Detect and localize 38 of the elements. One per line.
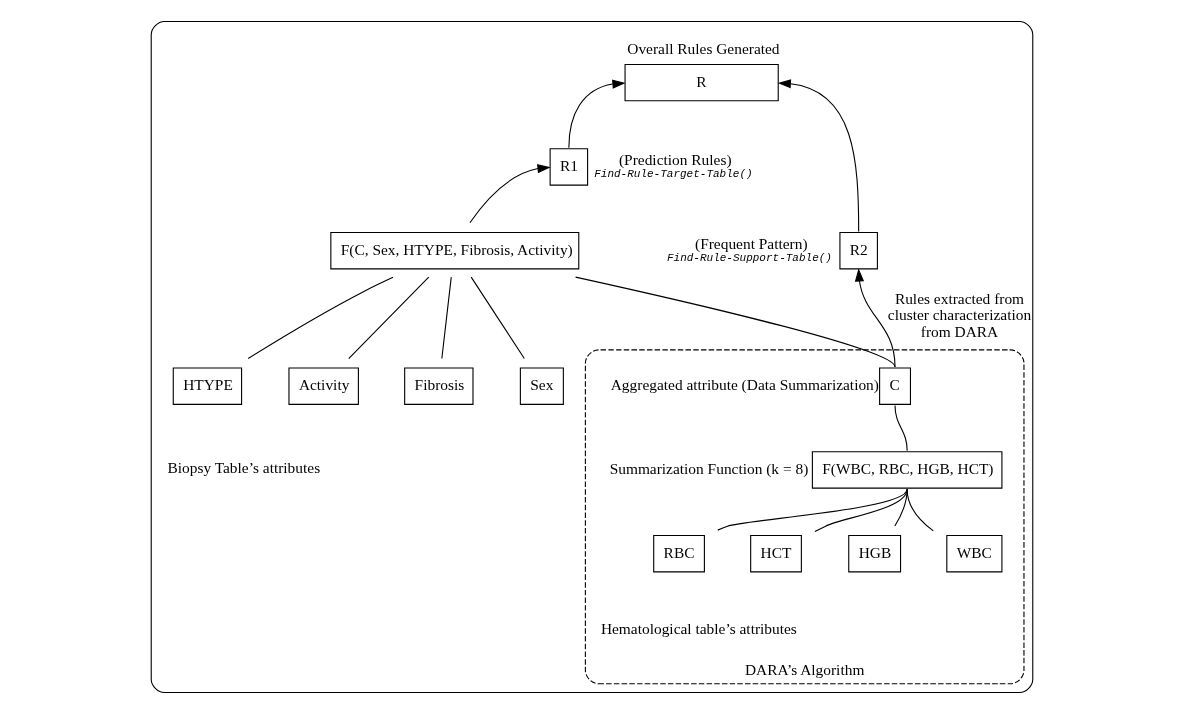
node-box: WBC [946,534,1003,573]
arrow [854,268,896,368]
connector [470,276,525,360]
node-label: Find-Rule-Target-Table() [594,167,753,180]
connector [894,404,908,452]
node-box: RBC [653,534,705,573]
node-box: R2 [839,231,878,270]
arrow [469,163,551,224]
node-label: Overall Rules Generated [627,39,780,57]
node-label: Aggregated attribute (Data Summarization) [610,376,879,394]
arrow [568,79,626,149]
node-box: C [879,367,911,405]
connector [247,276,394,360]
node-box: R1 [549,148,589,186]
connector [575,276,896,368]
node-box: Fibrosis [404,367,474,405]
node-label: Summarization Function (k = 8) [609,460,809,478]
arrow [777,79,860,232]
node-box: F(C, Sex, HTYPE, Fibrosis, Activity) [330,231,580,270]
label: Hematological table’s attributes [600,619,797,637]
connector [814,488,908,533]
cluster [150,20,1034,694]
node-box: Sex [519,367,564,405]
node-box: HCT [750,534,802,573]
node-label: (Prediction Rules) [619,150,732,168]
node-label: Find-Rule-Support-Table() [666,251,832,264]
node-label: (Frequent Pattern) [695,234,808,252]
label: Biopsy Table’s attributes [167,459,321,477]
node-box: HTYPE [172,367,243,405]
connector [894,488,908,527]
connector [441,276,452,360]
connector [717,488,908,531]
edge-label: Rules extracted from cluster characterization from DARA [887,289,1032,340]
connector [348,276,430,360]
node-box: R [624,63,779,102]
node-box: HGB [848,534,902,573]
node-box: F(WBC, RBC, HGB, HCT) [811,451,1003,489]
node-box: Activity [288,367,359,405]
